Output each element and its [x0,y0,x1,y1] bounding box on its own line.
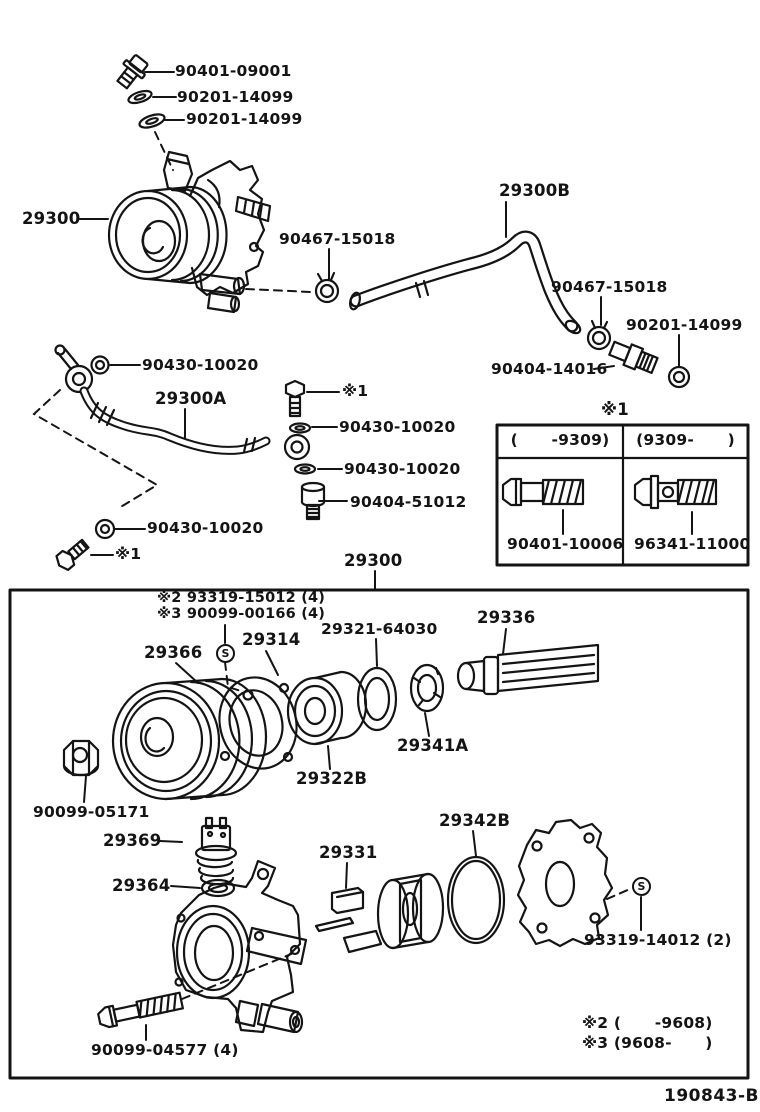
callout-29331: 29331 [319,843,378,862]
footnote-note2-range: ※2 ( -9608) [582,1014,713,1032]
callout-29300: 29300 [22,209,81,228]
leader-lines [77,71,693,1041]
hose-29300b-drawing [349,230,582,335]
table-part-right: 96341-11000 [634,535,751,553]
bearing-29341a-drawing [409,663,445,713]
callout-90404-14016: 90404-14016 [491,360,608,378]
bolt-note1-b-drawing [55,538,90,571]
assembly-dashed-lines [32,131,631,1000]
callout-90430-10020-d: 90430-10020 [147,519,264,537]
pipe-29300a-drawing [54,344,311,461]
washer-90201-14099-c-drawing [667,365,691,389]
callout-29369: 29369 [103,831,162,850]
washer-90201-14099-a-drawing [127,89,153,105]
table-note-label: ※1 [601,400,629,419]
exploded-view-box [8,588,750,1080]
screw-marker-icon: S [216,644,235,663]
callout-90467-15018-a: 90467-15018 [279,230,396,248]
end-cover-drawing [516,818,614,948]
vacuum-pump-assembly-drawing [107,150,272,314]
gasket-90430-10020-b-drawing [288,422,312,434]
gasket-90430-10020-d-drawing [94,518,116,540]
gasket-29321-64030-drawing [356,666,398,732]
callout-90099-04577: 90099-04577 (4) [91,1041,239,1059]
screw-marker-icon: S [632,877,651,896]
footnote-note3-range: ※3 (9608- ) [582,1034,713,1052]
figure-code: 190843-B [664,1086,759,1106]
callout-note3-90099-00166: ※3 90099-00166 (4) [157,606,326,622]
substitution-table-drawing [495,423,750,567]
callout-90201-14099-a: 90201-14099 [177,88,294,106]
bolt-90401-09001-drawing [116,54,149,90]
callout-29321-64030: 29321-64030 [321,620,438,638]
table-range-left: ( -9309) [510,431,610,449]
callout-29364: 29364 [112,876,171,895]
callout-29300b: 29300B [499,181,571,200]
callout-29322b: 29322B [296,769,368,788]
pulley-29366-drawing [111,677,268,801]
oring-29342b-drawing [446,855,506,945]
callout-29300-box: 29300 [344,551,403,570]
shaft-29336-drawing [456,643,600,696]
callout-90430-10020-a: 90430-10020 [142,356,259,374]
callout-90201-14099-c: 90201-14099 [626,316,743,334]
callout-note2-93319-15012: ※2 93319-15012 (4) [157,590,326,606]
union-90404-51012-drawing [300,481,326,521]
rotor-drum-drawing [376,872,445,950]
bolt-90099-04577-drawing [97,991,184,1029]
callout-90404-51012: 90404-51012 [350,493,467,511]
union-90404-14016-drawing [608,340,659,375]
valve-29369-drawing [194,816,238,886]
washer-90201-14099-b-drawing [138,113,166,129]
vane-29331-drawing [314,886,383,954]
callout-29342b: 29342B [439,811,511,830]
clamp-90467-15018-a-drawing [314,271,340,304]
callout-29336: 29336 [477,608,536,627]
plate-29314-drawing [218,676,298,770]
bearing-29322b-drawing [286,670,368,746]
callout-29300a: 29300A [155,389,227,408]
callout-29314: 29314 [242,630,301,649]
seal-29364-drawing [200,878,236,898]
callout-29366: 29366 [144,643,203,662]
gasket-90430-10020-c-drawing [293,463,317,475]
table-part-left: 90401-10006 [507,535,624,553]
clamp-90467-15018-b-drawing [586,319,612,351]
callout-90467-15018-b: 90467-15018 [551,278,668,296]
table-range-right: (9309- ) [636,431,735,449]
pump-housing-drawing [171,859,308,1034]
callout-90401-09001: 90401-09001 [175,62,292,80]
callout-note1-b: ※1 [115,545,142,563]
callout-90430-10020-b: 90430-10020 [339,418,456,436]
callout-90201-14099-b: 90201-14099 [186,110,303,128]
bolt-note1-a-drawing [284,379,306,418]
callout-90099-05171: 90099-05171 [33,803,150,821]
callout-note1-a: ※1 [342,382,369,400]
callout-93319-14012: 93319-14012 (2) [584,931,732,949]
nut-90099-05171-drawing [62,739,100,777]
callout-90430-10020-c: 90430-10020 [344,460,461,478]
callout-29341a: 29341A [397,736,469,755]
